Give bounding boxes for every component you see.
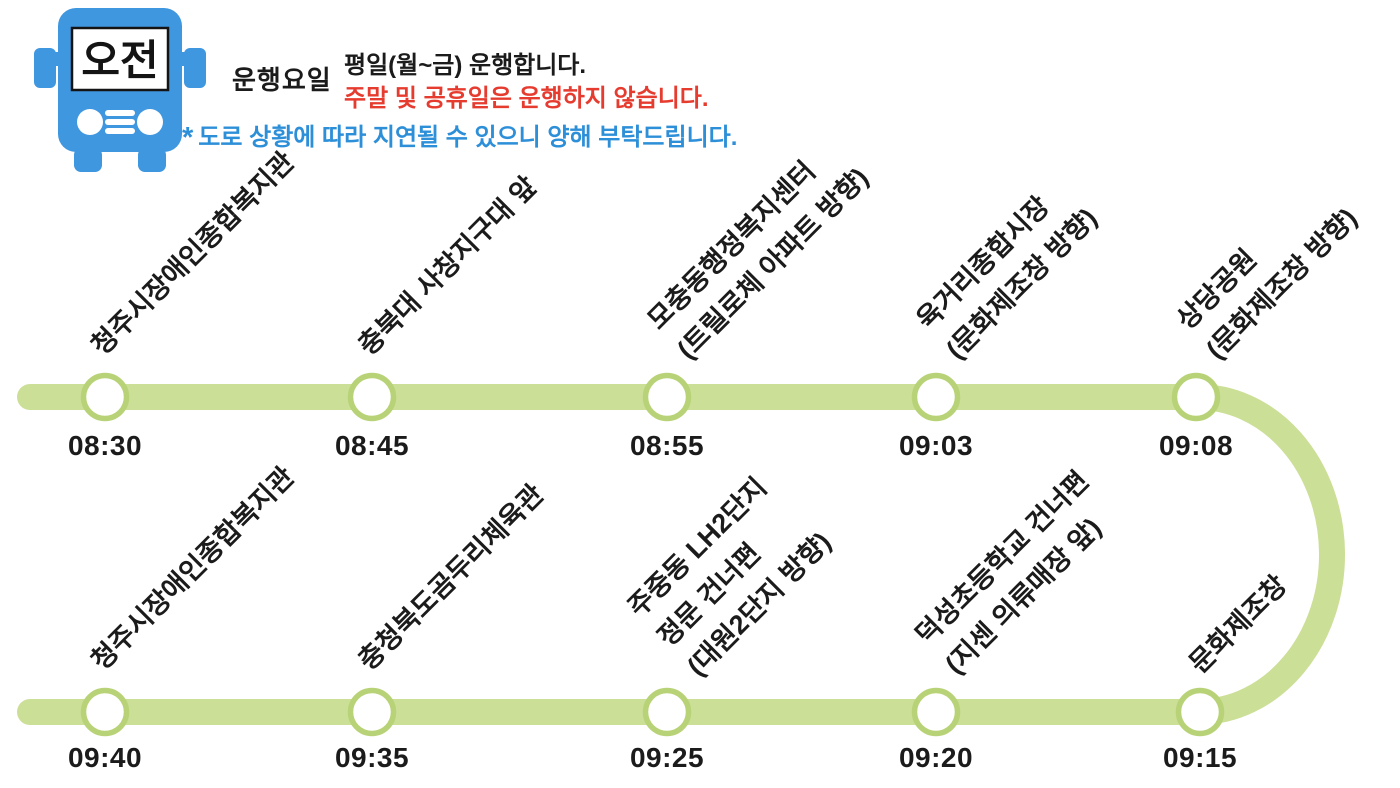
stop-circle-top-2 [347,372,397,422]
stop-circles [80,372,1225,737]
asterisk-marker: * [182,122,194,154]
stop-circle-bottom-2 [347,687,397,737]
stop-circle-bottom-1 [80,687,130,737]
stop-circle-bottom-3 [642,687,692,737]
bus-headlight-left [77,109,103,135]
stop-time: 09:03 [898,430,974,461]
delay-note: *도로 상황에 따라 지연될 수 있으니 양해 부탁드립니다. [182,117,737,155]
stop-time: 09:35 [334,742,410,773]
bus-grille [105,110,135,134]
stop-time: 09:08 [1158,430,1234,461]
stop-time: 09:40 [67,742,143,773]
bus-mirror-left [34,48,56,88]
stop-circle-top-1 [80,372,130,422]
stop-time: 08:30 [67,430,143,461]
stop-time: 09:15 [1162,742,1238,773]
stop-time: 09:20 [898,742,974,773]
bus-headlight-right [137,109,163,135]
delay-note-text: 도로 상황에 따라 지연될 수 있으니 양해 부탁드립니다. [198,124,738,151]
weekday-notice: 평일(월~금) 운행합니다. [344,52,587,79]
bus-wheel-right [138,148,166,172]
stop-circle-top-4 [911,372,961,422]
stop-time: 09:25 [629,742,705,773]
route-u-turn-curve [1183,383,1345,725]
stop-circle-top-5 [1171,372,1221,422]
holiday-notice: 주말 및 공휴일은 운행하지 않습니다. [344,85,709,112]
bus-icon: 오전 [34,8,206,172]
stop-circle-top-3 [642,372,692,422]
bus-windshield [70,26,170,92]
bus-wheel-left [74,148,102,172]
stop-circle-bottom-4 [911,687,961,737]
stop-time: 08:45 [334,430,410,461]
bus-badge-text: 오전 [81,37,158,84]
stop-circle-bottom-5 [1175,687,1225,737]
operating-days-label: 운행요일 [232,65,332,95]
stop-time: 08:55 [629,430,705,461]
bus-mirror-right [184,48,206,88]
